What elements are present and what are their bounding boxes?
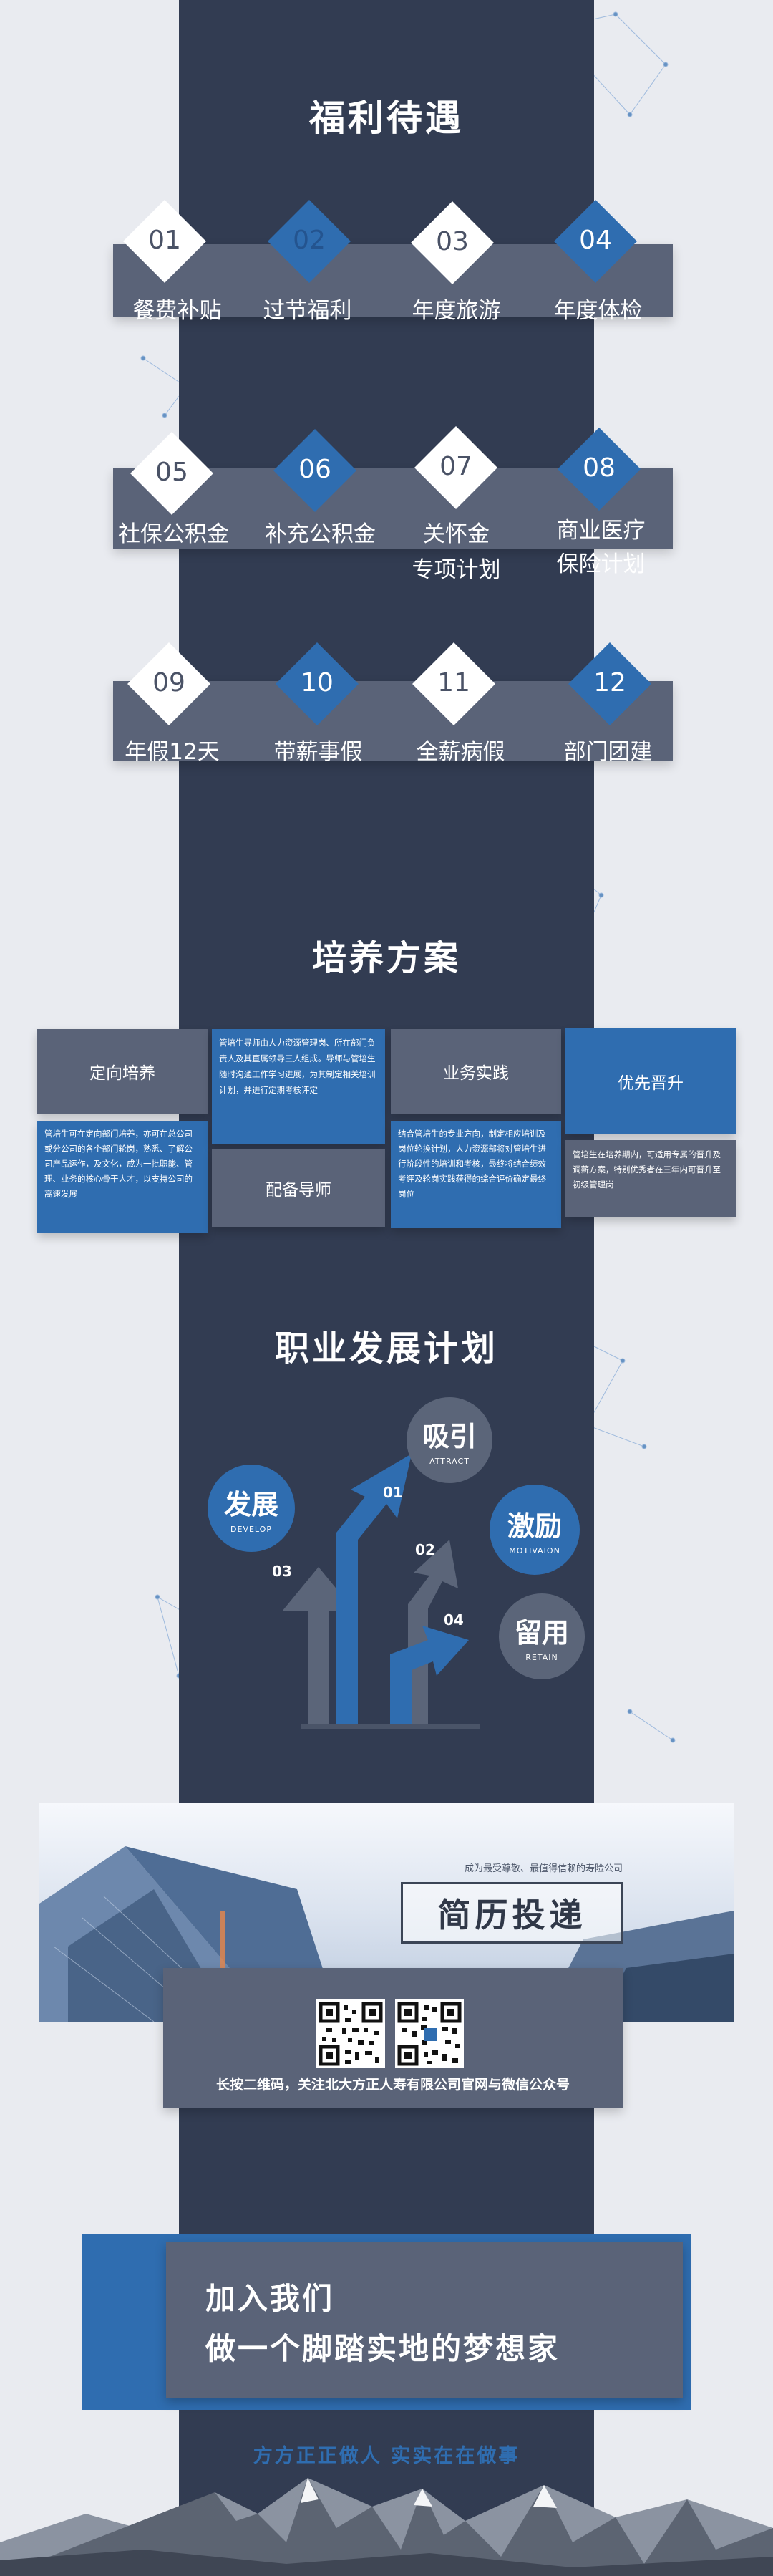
benefit-label-11: 全薪病假: [416, 739, 505, 765]
career-develop: 发展 DEVELOP: [208, 1465, 295, 1552]
benefit-label-10: 带薪事假: [273, 739, 363, 765]
career-attract: 吸引 ATTRACT: [407, 1397, 492, 1483]
training-promotion: 优先晋升: [565, 1028, 736, 1134]
training-title: 培养方案: [311, 938, 461, 978]
career-num-02: 02: [415, 1541, 435, 1558]
benefit-label-01: 餐费补贴: [132, 298, 222, 324]
career-num-01: 01: [383, 1484, 403, 1501]
training-practice-desc: 结合管培生的专业方向，制定相应培训及岗位轮换计划，人力资源部将对管培生进行阶段性…: [398, 1129, 546, 1199]
benefit-num-05: 05: [155, 458, 188, 487]
resume-title: 简历投递: [401, 1882, 623, 1944]
benefit-label-03: 年度旅游: [412, 298, 501, 324]
career-motivate-en: MOTIVAION: [509, 1546, 560, 1555]
training-mentor-label: 配备导师: [266, 1181, 331, 1200]
career-attract-label: 吸引: [422, 1421, 477, 1452]
benefit-num-07: 07: [439, 452, 472, 481]
career-retain-en: RETAIN: [525, 1653, 558, 1662]
career-motivate: 激励 MOTIVAION: [490, 1485, 580, 1575]
training-promotion-desc-box: 管培生在培养期内，可适用专属的晋升及调薪方案，特别优秀者在三年内可晋升至初级管理…: [565, 1140, 736, 1217]
benefit-num-12: 12: [593, 668, 626, 698]
resume-tagline: 成为最受尊敬、最值得信赖的寿险公司: [464, 1863, 623, 1874]
training-mentor: 配备导师: [212, 1149, 385, 1227]
qr-code-website-icon: [319, 2002, 383, 2066]
career-num-04: 04: [444, 1611, 464, 1629]
career-num-03: 03: [272, 1563, 292, 1580]
career-develop-label: 发展: [223, 1489, 278, 1520]
training-directed-label: 定向培养: [89, 1064, 155, 1083]
center-stripe: [179, 0, 594, 2576]
training-promotion-label: 优先晋升: [618, 1074, 684, 1093]
benefit-label-07a: 关怀金: [423, 521, 490, 547]
training-promotion-desc: 管培生在培养期内，可适用专属的晋升及调薪方案，特别优秀者在三年内可晋升至初级管理…: [573, 1149, 721, 1190]
benefit-num-08: 08: [583, 453, 616, 483]
benefit-num-02: 02: [293, 226, 326, 255]
training-mentor-desc: 管培生导师由人力资源管理岗、所在部门负责人及其直属领导三人组成。导师与管培生随时…: [219, 1038, 376, 1095]
motto: 方方正正做人 实实在在做事: [253, 2445, 520, 2467]
benefit-label-02: 过节福利: [263, 298, 352, 324]
benefit-num-04: 04: [579, 226, 612, 255]
qr-code-wechat-icon: [397, 2002, 462, 2066]
career-retain: 留用 RETAIN: [499, 1593, 585, 1679]
benefit-num-01: 01: [148, 226, 181, 255]
benefit-num-03: 03: [436, 227, 469, 256]
training-directed-desc-box: 管培生可在定向部门培养，亦可在总公司或分公司的各个部门轮岗，熟悉、了解公司产品运…: [37, 1121, 208, 1233]
join-line-1: 加入我们: [205, 2281, 335, 2316]
career-develop-en: DEVELOP: [230, 1525, 272, 1534]
benefit-label-08b: 保险计划: [556, 551, 646, 577]
qr-caption: 长按二维码，关注北大方正人寿有限公司官网与微信公众号: [215, 2077, 570, 2093]
training-mentor-desc-box: 管培生导师由人力资源管理岗、所在部门负责人及其直属领导三人组成。导师与管培生随时…: [212, 1029, 385, 1144]
benefits-title: 福利待遇: [309, 97, 464, 139]
benefit-num-09: 09: [152, 668, 185, 698]
benefit-label-12: 部门团建: [563, 739, 653, 765]
career-motivate-label: 激励: [507, 1510, 562, 1542]
benefit-num-06: 06: [298, 455, 331, 484]
training-practice-label: 业务实践: [443, 1064, 509, 1083]
benefit-label-08a: 商业医疗: [556, 518, 646, 544]
career-retain-label: 留用: [514, 1617, 569, 1649]
benefit-label-06: 补充公积金: [265, 521, 376, 547]
building-illustration: [39, 1846, 734, 2022]
mountain-illustration: [0, 2478, 773, 2576]
join-panel: [166, 2242, 683, 2398]
training-practice-desc-box: 结合管培生的专业方向，制定相应培训及岗位轮换计划，人力资源部将对管培生进行阶段性…: [391, 1121, 561, 1228]
join-line-2: 做一个脚踏实地的梦想家: [205, 2331, 560, 2366]
benefit-label-07b: 专项计划: [412, 557, 501, 583]
qr-panel: [163, 1968, 623, 2108]
benefit-num-10: 10: [301, 668, 334, 698]
career-attract-en: ATTRACT: [429, 1457, 470, 1466]
qr-code-website[interactable]: [316, 1999, 385, 2068]
benefit-label-05: 社保公积金: [118, 521, 229, 547]
training-directed: 定向培养: [37, 1029, 208, 1114]
career-title: 职业发展计划: [274, 1328, 498, 1369]
training-directed-desc: 管培生可在定向部门培养，亦可在总公司或分公司的各个部门轮岗，熟悉、了解公司产品运…: [44, 1129, 193, 1199]
benefit-label-09: 年假12天: [125, 739, 220, 765]
qr-code-wechat[interactable]: [395, 1999, 464, 2068]
training-practice: 业务实践: [391, 1029, 561, 1114]
benefit-num-11: 11: [437, 668, 470, 698]
benefit-label-04: 年度体检: [553, 298, 643, 324]
